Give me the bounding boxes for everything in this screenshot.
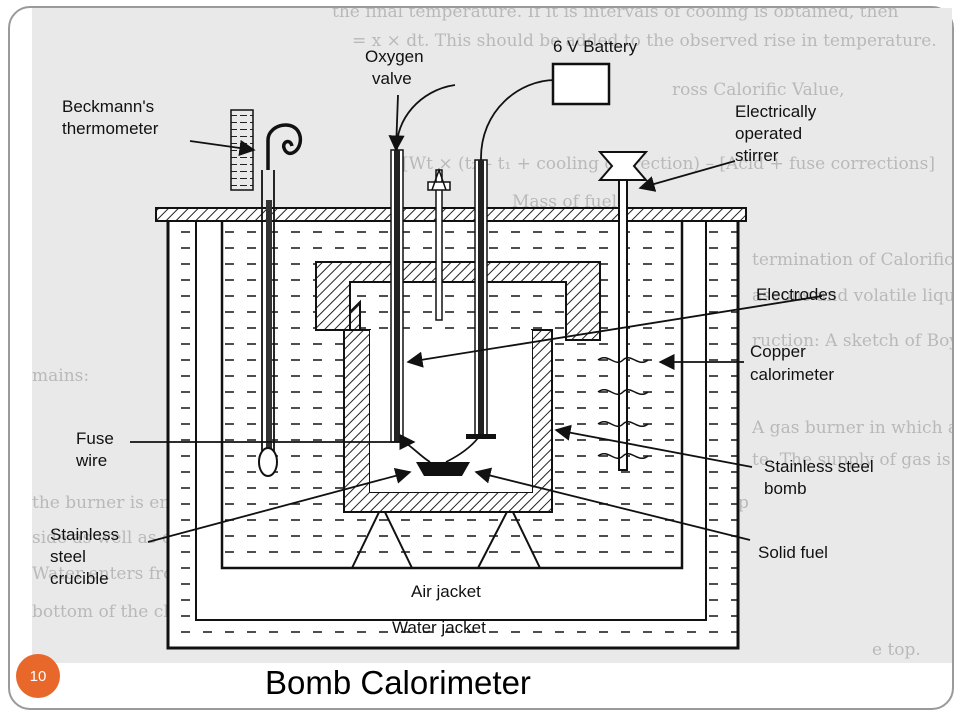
crucible-label-line1: Stainless <box>50 525 119 544</box>
bomb-label-line2: bomb <box>764 479 807 498</box>
background-text-line: te. The supply of gas is maintained by a… <box>752 450 952 470</box>
background-text-line: the final temperature. If it is interval… <box>332 8 899 22</box>
solid-fuel-label: Solid fuel <box>758 543 828 562</box>
lid <box>155 207 747 222</box>
water-jacket-label: Water jacket <box>392 618 486 637</box>
background-text-line: = x × dt. This should be added to the ob… <box>352 31 937 51</box>
fuse-label-line1: Fuse <box>76 429 114 448</box>
background-text-line: ruction: A sketch of Boys' gas calorimet… <box>752 331 952 351</box>
calorimeter-label-line2: calorimeter <box>750 365 834 384</box>
background-text-line: A gas burner in which a known amount of … <box>752 418 952 438</box>
oxygen-valve-tube <box>427 167 451 321</box>
stirrer-label-line2: operated <box>735 124 802 143</box>
battery-wires <box>396 79 556 161</box>
thermometer-label-line2: thermometer <box>62 119 159 138</box>
label-arrows <box>130 94 823 543</box>
crucible-label-line3: crucible <box>50 569 109 588</box>
thermometer-label-line1: Beckmann's <box>62 97 154 116</box>
stirrer-label-line3: stirrer <box>735 146 779 165</box>
air-jacket-label: Air jacket <box>411 582 481 601</box>
electrode-rod-left <box>390 149 404 443</box>
calorimeter-label-line1: Copper <box>750 342 806 361</box>
background-text-line: ross Calorific Value, <box>672 80 845 100</box>
slide-number-badge: 10 <box>16 654 60 698</box>
background-text-line: mains: <box>32 366 90 386</box>
background-text-line: [Wt × (t₂ – t₁ + cooling correction) – [… <box>402 154 935 174</box>
fuse-label-line2: wire <box>75 451 107 470</box>
stirrer-label-line1: Electrically <box>735 102 817 121</box>
oxygen-valve-label-line1: Oxygen <box>365 47 424 66</box>
bomb-label-line1: Stainless steel <box>764 457 874 476</box>
oxygen-valve-label-line2: valve <box>372 69 412 88</box>
crucible-label-line2: steel <box>50 547 86 566</box>
background-text-line: aseous and volatile liquid fuels is dete… <box>752 286 952 306</box>
background-text-line: e top. <box>872 640 921 660</box>
slide-title: Bomb Calorimeter <box>265 664 531 701</box>
background-text-line: termination of Calorific Value of Gaseou… <box>752 250 952 270</box>
battery-label: 6 V Battery <box>553 37 638 56</box>
battery <box>551 62 611 106</box>
crucible <box>416 462 470 476</box>
electrodes-label: Electrodes <box>756 285 836 304</box>
